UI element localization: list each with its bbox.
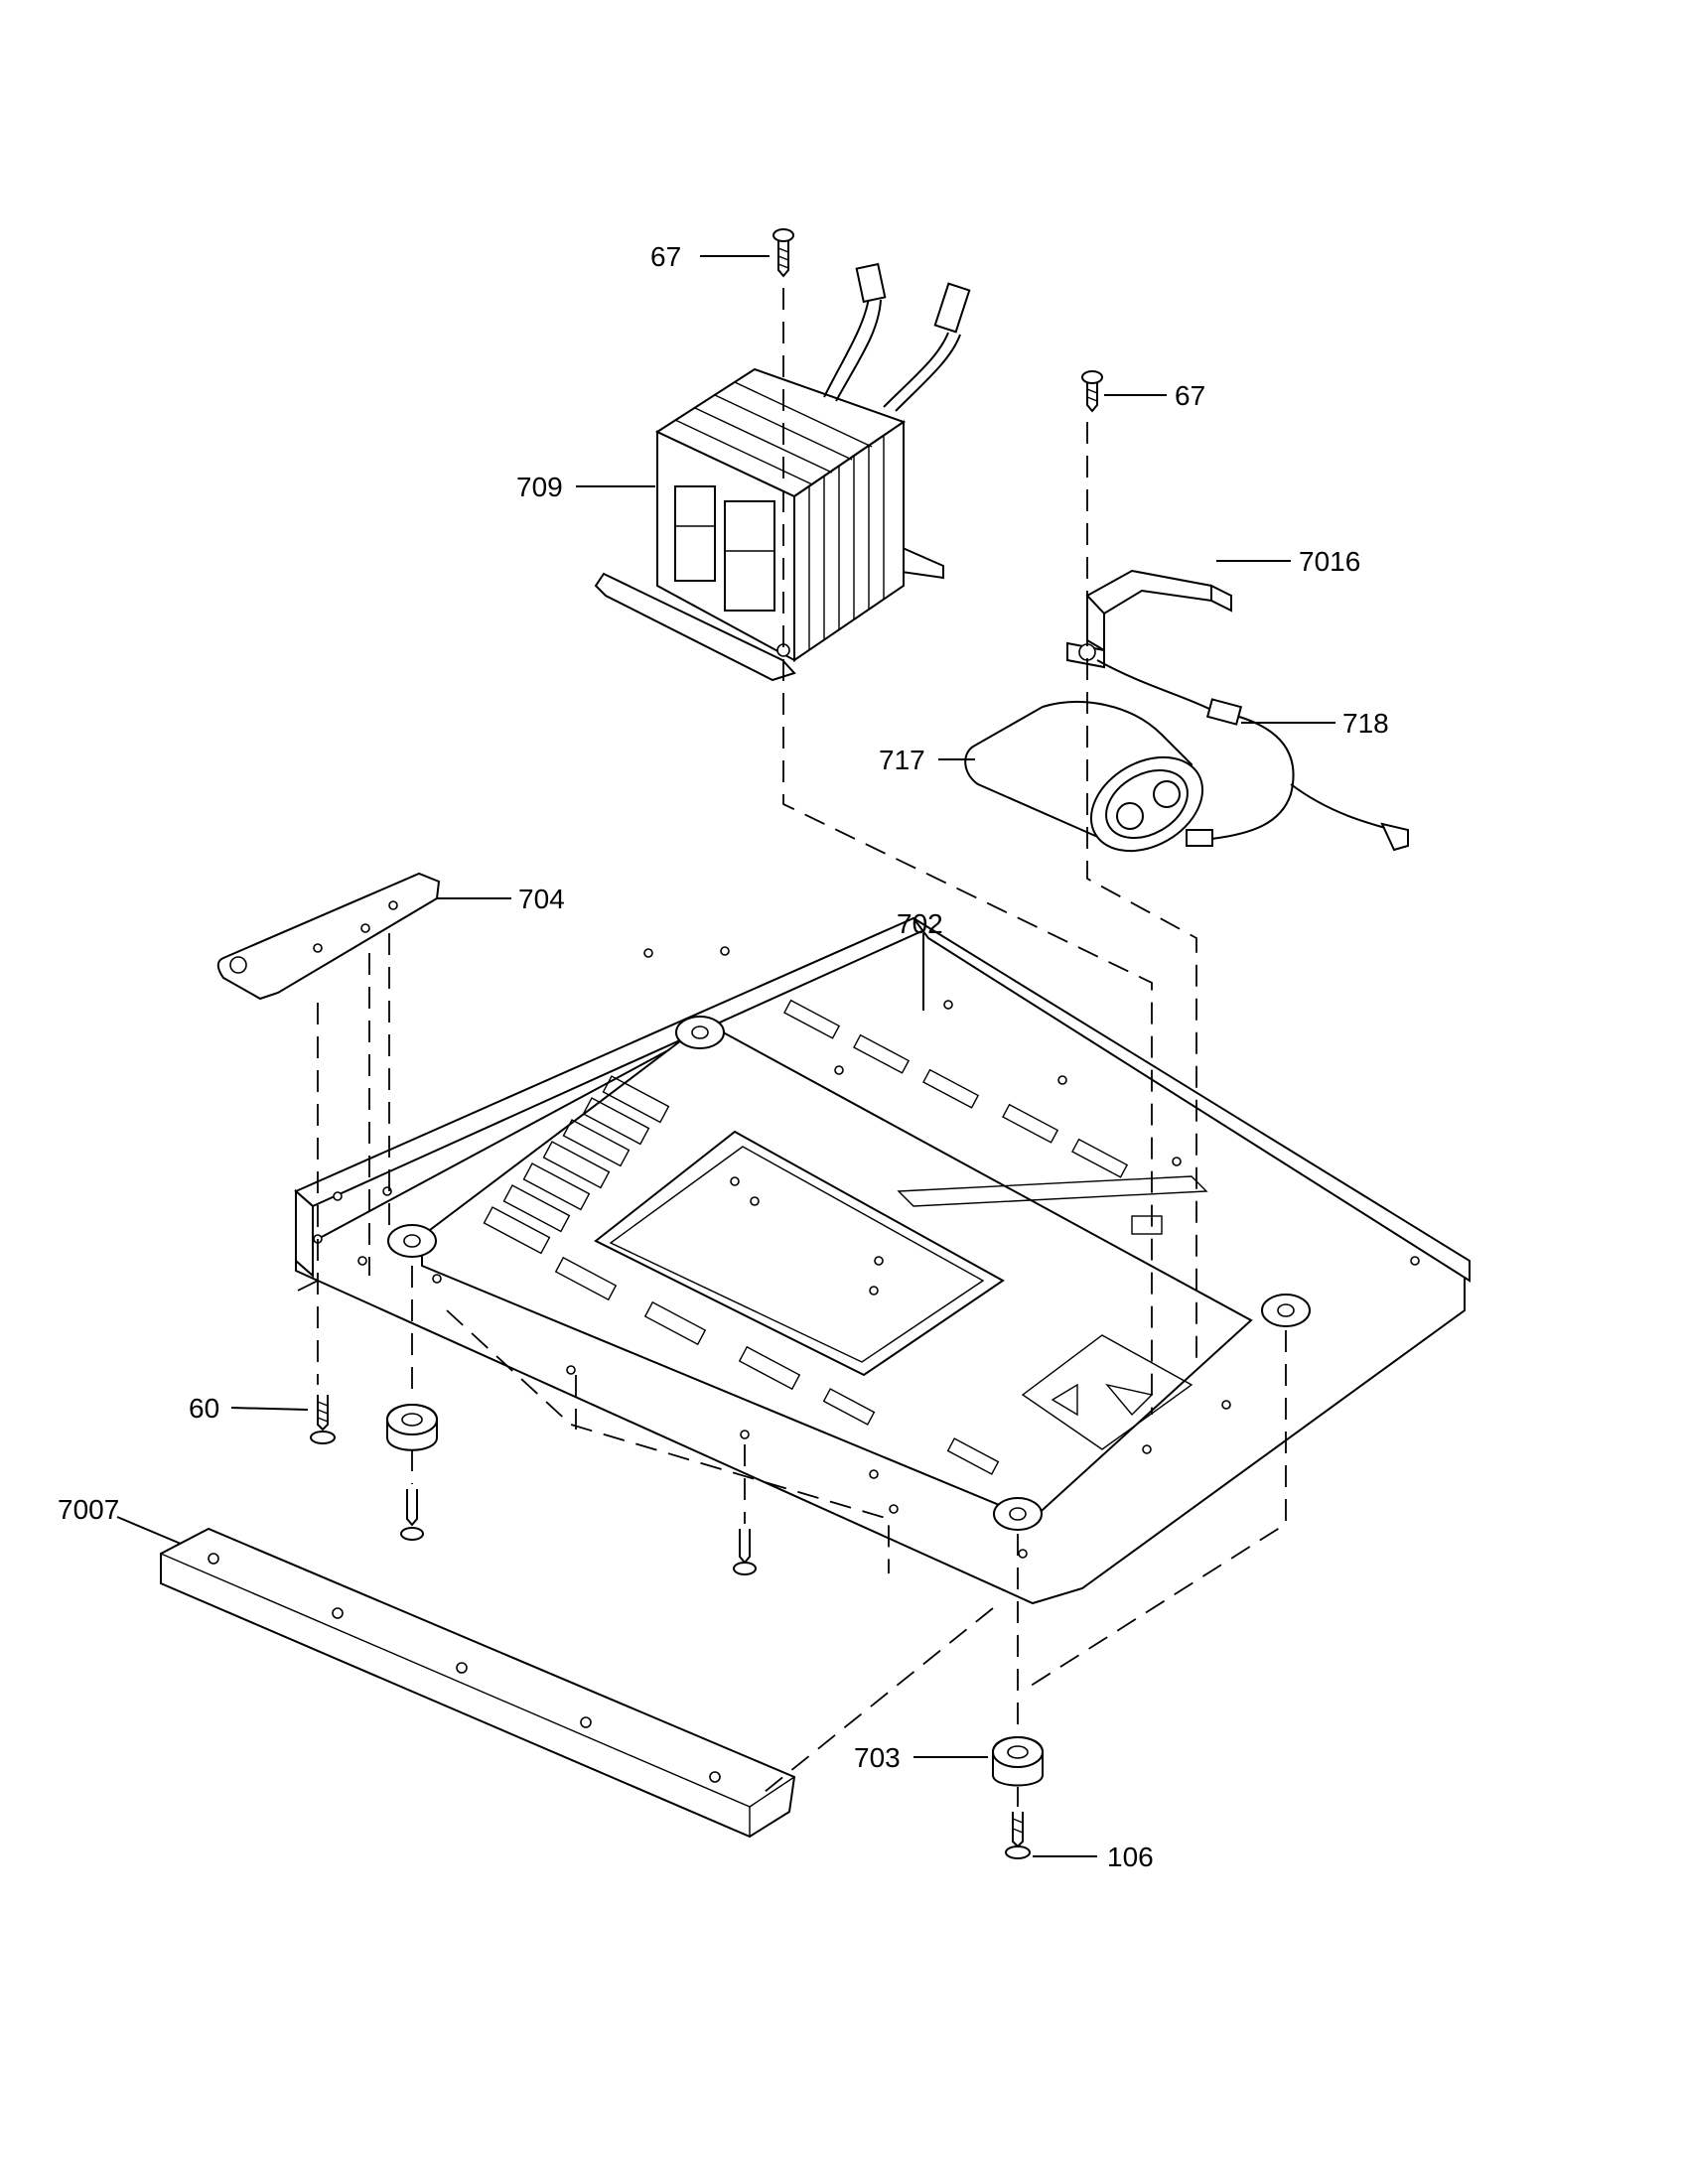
foot-left — [386, 1404, 438, 1451]
capacitor-717 — [964, 701, 1204, 853]
callout-106: 106 — [1107, 1842, 1154, 1872]
screw-middle — [733, 1529, 757, 1575]
callout-718: 718 — [1342, 708, 1389, 739]
base-plate-702 — [294, 916, 1471, 1605]
bracket-704 — [216, 872, 441, 1001]
callout-704: 704 — [518, 884, 565, 914]
screw-67-left — [772, 228, 794, 278]
transformer-709 — [594, 262, 971, 682]
callout-67-top-right: 67 — [1175, 380, 1205, 411]
callout-709: 709 — [516, 472, 563, 502]
callout-67-top-left: 67 — [650, 241, 681, 272]
callout-703: 703 — [854, 1742, 901, 1773]
leader-lines — [116, 255, 1335, 1857]
screw-67-right — [1081, 370, 1103, 413]
foot-703 — [992, 1736, 1044, 1787]
screw-106 — [1005, 1812, 1031, 1859]
diode-718 — [1096, 659, 1409, 852]
callout-702: 702 — [897, 908, 943, 939]
screw-foot-left — [400, 1489, 424, 1541]
callout-7016: 7016 — [1299, 546, 1360, 577]
callout-7007: 7007 — [58, 1494, 119, 1525]
screw-60 — [310, 1395, 336, 1444]
callout-60: 60 — [189, 1393, 219, 1424]
assembly-dashed-lines — [297, 288, 1287, 1807]
rail-7007 — [160, 1527, 796, 1839]
bracket-7016 — [1066, 569, 1232, 669]
callout-717: 717 — [879, 745, 925, 775]
